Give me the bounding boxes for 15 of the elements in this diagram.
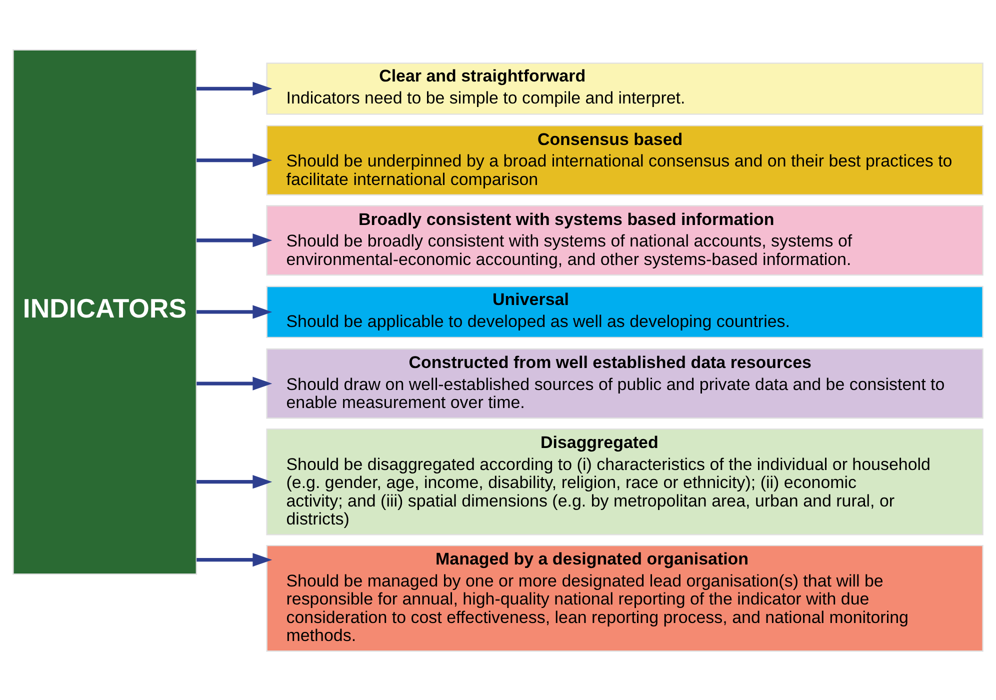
arrow [196,304,272,318]
node-box: Universal Should be applicable to developed as well as developing countries. [266,285,984,338]
node-box: Constructed from well established data resources Should draw on well-established sources of public and private data and be consistent to enable measurement over time. [266,348,984,418]
node-box: INDICATORS [12,48,198,574]
arrow [196,233,272,247]
arrow [196,376,272,390]
arrow [196,152,272,167]
arrow [196,474,272,488]
arrow [196,552,272,566]
node-box: Consensus based Should be underpinned by a broad international consensus and on their best practices to facilitate international comparison [266,124,984,195]
arrow [196,81,272,95]
node-box: Clear and straightforward Indicators need to be simple to compile and interpret. [266,62,984,114]
node-box: Broadly consistent with systems based information Should be broadly consistent with systems of national accounts, systems of environmental-economic accounting, and other systems-based information. [266,204,984,276]
node-box: Managed by a designated organisation Should be managed by one or more designated lead organisation(s) that will be responsible for annual, high-quality national reporting of the indicator with due consideration to cost effectiveness, lean reporting process, and national monitoring methods. [266,544,984,652]
node-box: Disaggregated Should be disaggregated according to (i) characteristics of the individual or household (e.g. gender, age, income, disability, religion, race or ethnicity); (ii) economic activity; and (iii) spatial dimensions (e.g. by metropolitan area, urban and rural, or districts) [266,428,984,535]
